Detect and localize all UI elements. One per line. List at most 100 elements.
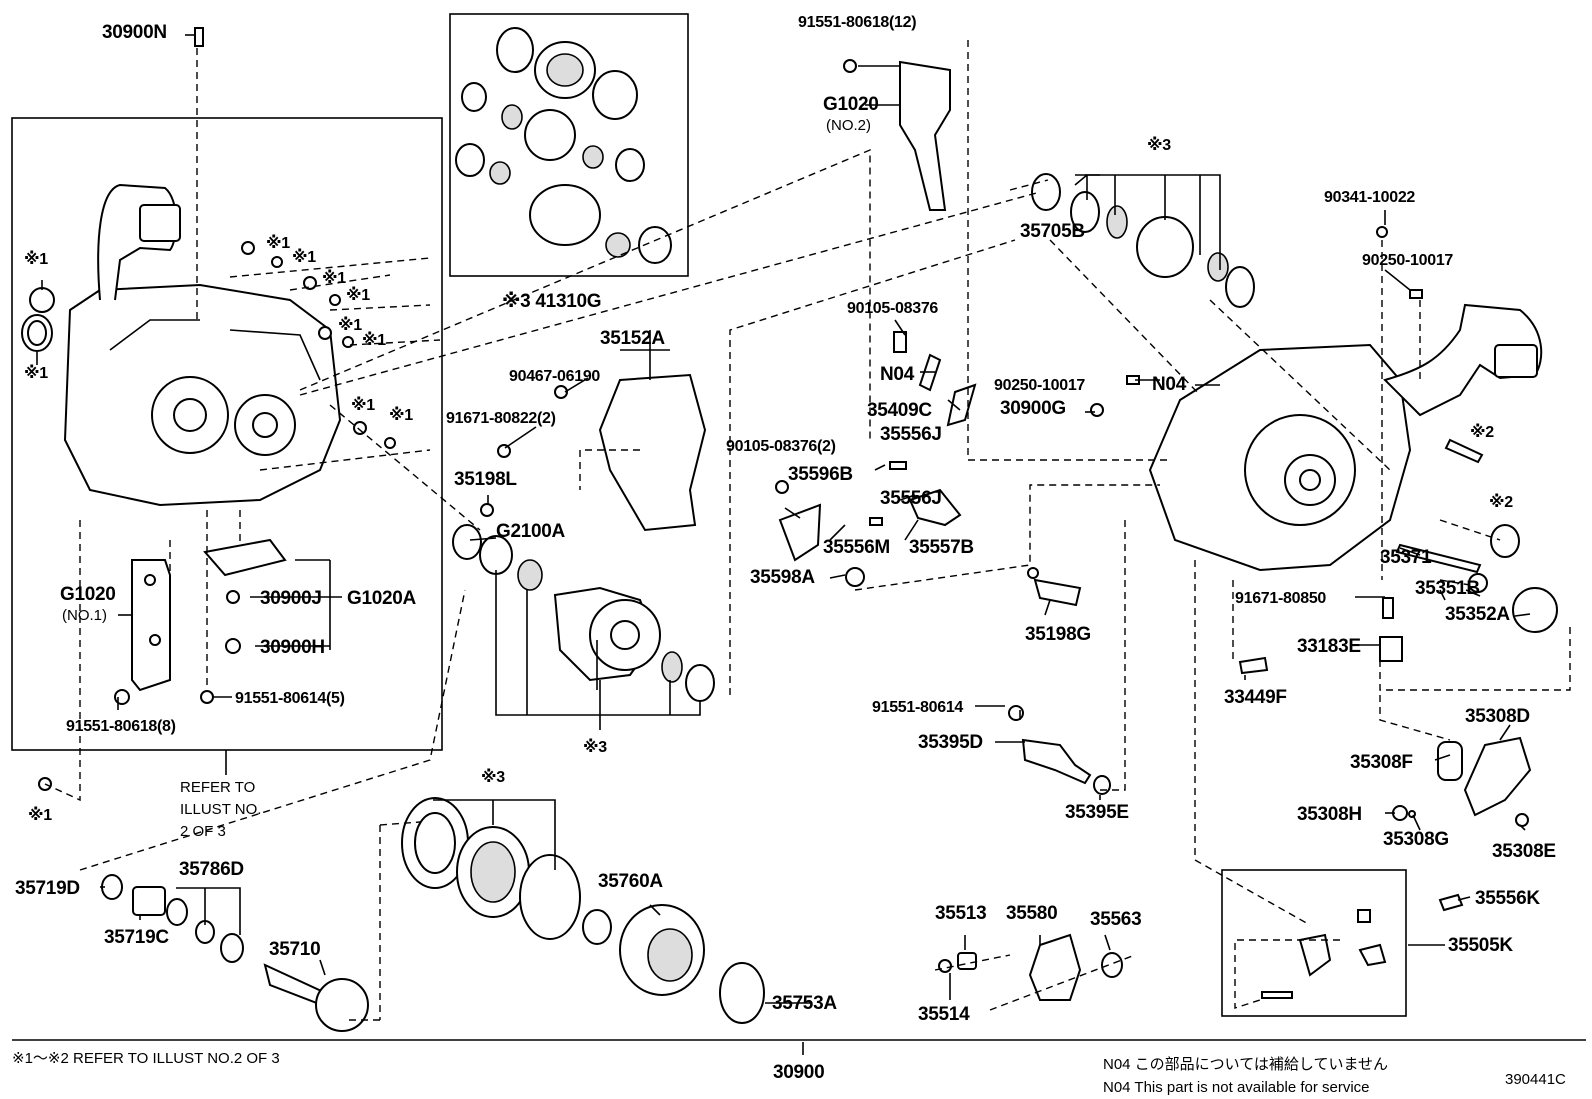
label-35556j-b[interactable]: 35556J <box>880 488 942 509</box>
label-35705b[interactable]: 35705B <box>1020 221 1085 242</box>
label-35598a[interactable]: 35598A <box>750 567 816 588</box>
label-35557b[interactable]: 35557B <box>909 537 974 558</box>
label-35580[interactable]: 35580 <box>1006 903 1058 924</box>
label-35556k[interactable]: 35556K <box>1475 888 1541 909</box>
label-g1020-no2[interactable]: G1020 <box>823 94 879 115</box>
label-91551-80614-5[interactable]: 91551-80614(5) <box>235 690 345 707</box>
label-33183e[interactable]: 33183E <box>1297 636 1361 657</box>
label-35719d[interactable]: 35719D <box>15 878 80 899</box>
label-35760a[interactable]: 35760A <box>598 871 664 892</box>
label-n04-small[interactable]: N04 <box>880 364 915 385</box>
label-35395d[interactable]: 35395D <box>918 732 983 753</box>
bearing-kit-41310g <box>455 27 672 264</box>
label-90341-10022[interactable]: 90341-10022 <box>1324 189 1416 206</box>
label-g1020-no1[interactable]: G1020 <box>60 584 116 605</box>
plug-30900j <box>226 590 240 604</box>
input-shaft-parts <box>101 874 369 1032</box>
label-30900h[interactable]: 30900H <box>260 637 325 658</box>
label-35556m[interactable]: 35556M <box>823 537 890 558</box>
ref1-mark-b: ※1 <box>24 364 48 382</box>
label-41310g[interactable]: ※3 41310G <box>502 291 602 312</box>
pin-90250-a <box>1409 289 1423 299</box>
clip-33449f <box>1238 656 1269 675</box>
label-35753a[interactable]: 35753A <box>772 993 838 1014</box>
label-91551-80618-12[interactable]: 91551-80618(12) <box>798 14 917 31</box>
pin-35556m <box>869 517 883 526</box>
label-91671-80850[interactable]: 91671-80850 <box>1235 590 1327 607</box>
label-35563[interactable]: 35563 <box>1090 909 1142 930</box>
shift-lever-kit-parts <box>1261 893 1464 999</box>
label-35308g[interactable]: 35308G <box>1383 829 1449 850</box>
legend-jp: N04 この部品については補給していません <box>1103 1056 1388 1073</box>
label-35371[interactable]: 35371 <box>1380 547 1432 568</box>
shaft-35371 <box>1395 543 1482 574</box>
label-35395e[interactable]: 35395E <box>1065 802 1129 823</box>
vent-plug-30900n <box>194 27 204 47</box>
refer-line-2: ILLUST NO. <box>180 801 261 818</box>
label-no1: (NO.1) <box>62 607 107 624</box>
label-33449f[interactable]: 33449F <box>1224 687 1287 708</box>
label-35352a[interactable]: 35352A <box>1445 604 1511 625</box>
shift-parts-middle <box>480 331 977 587</box>
plug-30900g <box>1090 403 1104 417</box>
bolt-91551-80618 <box>114 689 130 705</box>
part-labels: 30900N ※3 41310G 91551-80618(12) G1020 (… <box>12 14 1566 1096</box>
bolt-91551-80614 <box>200 690 214 704</box>
plug-30900h <box>225 638 241 654</box>
label-35505k[interactable]: 35505K <box>1448 935 1514 956</box>
label-90105-08376-2[interactable]: 90105-08376(2) <box>726 438 836 455</box>
gear-35352a <box>1512 587 1558 633</box>
label-g1020a[interactable]: G1020A <box>347 588 417 609</box>
leader-lines <box>36 34 1571 1055</box>
shift-sensor-parts <box>938 933 1123 1001</box>
label-91551-80618-8[interactable]: 91551-80618(8) <box>66 718 176 735</box>
label-35514[interactable]: 35514 <box>918 1004 970 1025</box>
label-90250-10017-b[interactable]: 90250-10017 <box>994 377 1086 394</box>
ref1-mark-g: ※1 <box>338 316 362 334</box>
ref1-mark-c: ※1 <box>266 234 290 252</box>
ref2-mark-a: ※2 <box>1470 423 1494 441</box>
label-35308f[interactable]: 35308F <box>1350 752 1413 773</box>
label-35596b[interactable]: 35596B <box>788 464 853 485</box>
ref1-mark-i: ※1 <box>351 396 375 414</box>
label-35308h[interactable]: 35308H <box>1297 804 1362 825</box>
lever-35596b <box>778 503 822 562</box>
sensor-35395d <box>1008 705 1111 795</box>
ref1-mark-d: ※1 <box>292 248 316 266</box>
footnote: ※1～※2 REFER TO ILLUST NO.2 OF 3 <box>12 1050 280 1067</box>
label-35710[interactable]: 35710 <box>269 939 321 960</box>
diagram-id: 390441C <box>1505 1071 1566 1088</box>
ref3-bottom: ※3 <box>481 768 505 786</box>
label-90250-10017-a[interactable]: 90250-10017 <box>1362 252 1454 269</box>
bolt-91671-80850 <box>1382 597 1394 619</box>
label-30900j[interactable]: 30900J <box>260 588 322 609</box>
label-35308d[interactable]: 35308D <box>1465 706 1530 727</box>
bracket-35152a <box>598 373 707 532</box>
label-90467-06190[interactable]: 90467-06190 <box>509 368 601 385</box>
ref1-mark-h: ※1 <box>362 331 386 349</box>
label-90105-08376[interactable]: 90105-08376 <box>847 300 939 317</box>
main-part-number[interactable]: 30900 <box>773 1062 825 1083</box>
label-g2100a[interactable]: G2100A <box>496 521 566 542</box>
label-35786d[interactable]: 35786D <box>179 859 244 880</box>
ref1-mark-a: ※1 <box>24 250 48 268</box>
label-35308e[interactable]: 35308E <box>1492 841 1556 862</box>
label-35351b[interactable]: 35351B <box>1415 578 1480 599</box>
label-35152a[interactable]: 35152A <box>600 328 666 349</box>
label-35719c[interactable]: 35719C <box>104 927 170 948</box>
label-n04-main[interactable]: N04 <box>1152 374 1187 395</box>
label-35198l[interactable]: 35198L <box>454 469 518 490</box>
label-35556j-a[interactable]: 35556J <box>880 424 942 445</box>
label-30900g[interactable]: 30900G <box>1000 398 1066 419</box>
seal-ref2 <box>1490 524 1520 558</box>
ref1-mark-e: ※1 <box>322 269 346 287</box>
refer-line-3: 2 OF 3 <box>180 823 226 840</box>
label-35409c[interactable]: 35409C <box>867 400 933 421</box>
label-30900n[interactable]: 30900N <box>102 22 167 43</box>
label-91551-80614[interactable]: 91551-80614 <box>872 699 964 716</box>
label-91671-80822-2[interactable]: 91671-80822(2) <box>446 410 556 427</box>
bolt-ref2 <box>1444 438 1484 464</box>
label-35198g[interactable]: 35198G <box>1025 624 1091 645</box>
label-35513[interactable]: 35513 <box>935 903 987 924</box>
